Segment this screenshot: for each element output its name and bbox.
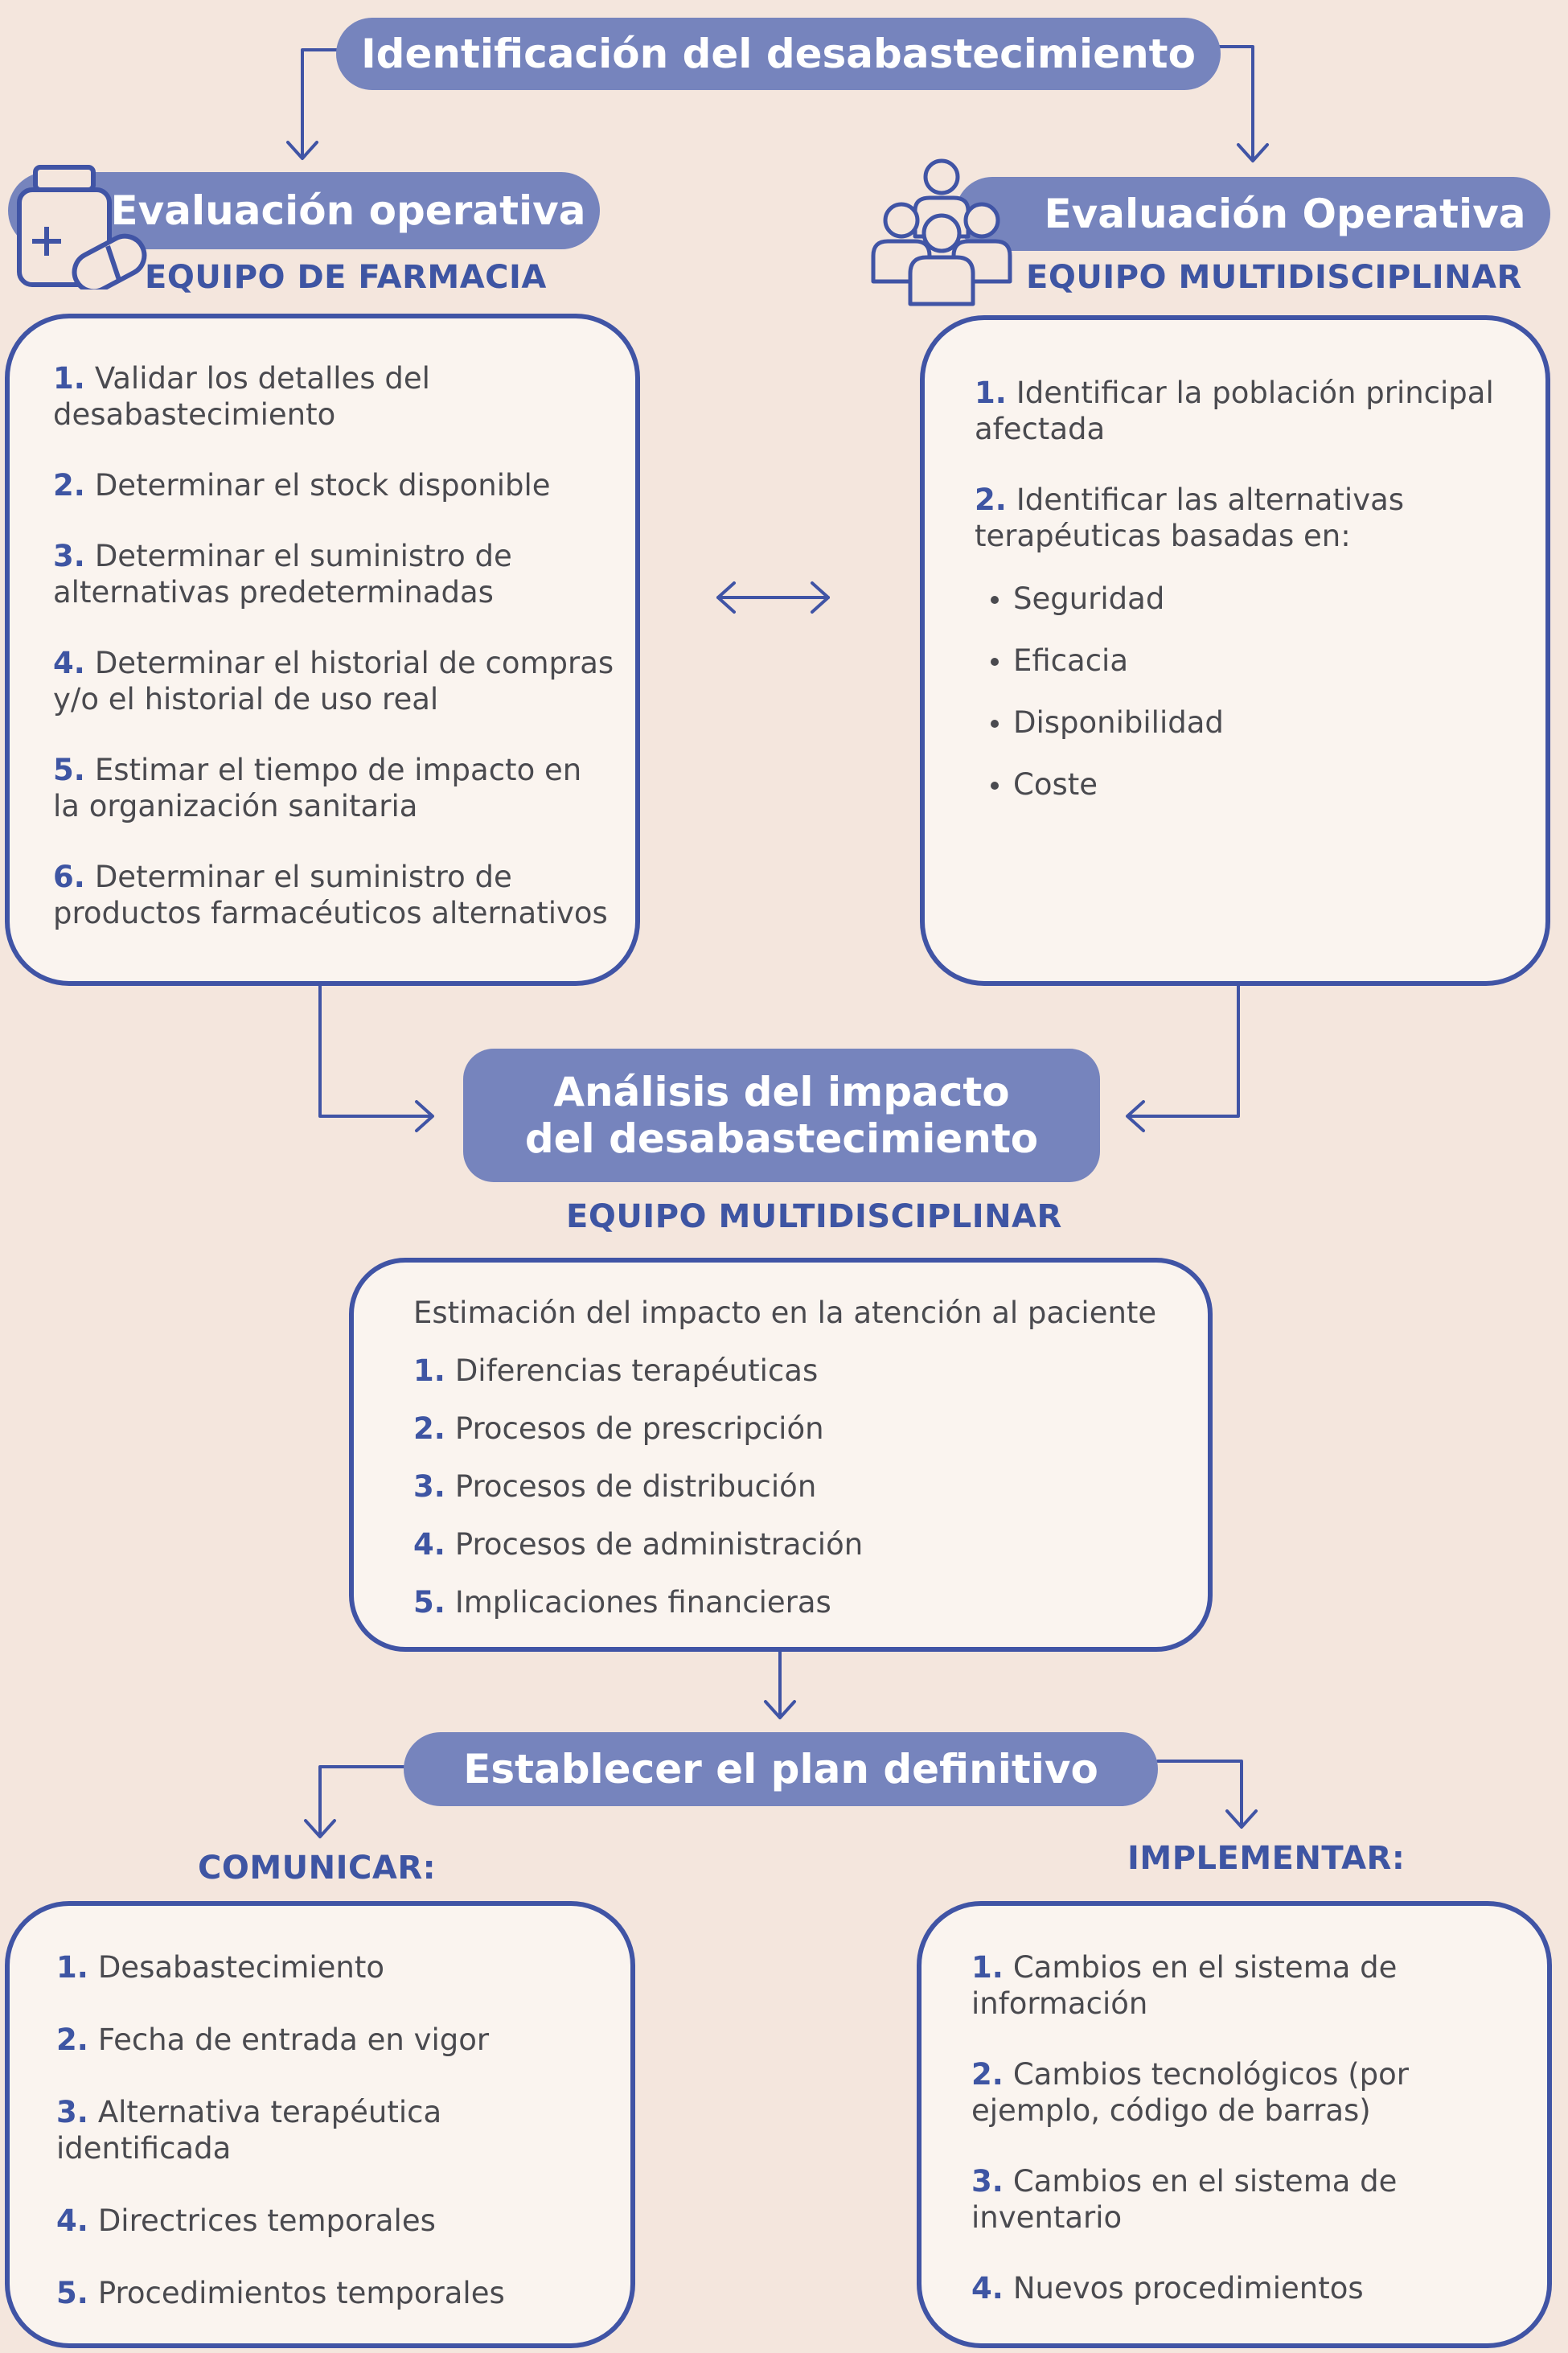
- list-item: 5.Procedimientos temporales: [56, 2276, 505, 2310]
- list-item: 1.Cambios en el sistema de información: [971, 1950, 1398, 2021]
- arrowhead: [811, 581, 830, 614]
- connector-top-right: [1214, 45, 1254, 161]
- list-item: 1.Desabastecimiento: [56, 1950, 385, 1985]
- multidisciplinary-task-list: 1.Identificar la población principal afe…: [975, 375, 1529, 578]
- connector-right-analysis: [1127, 984, 1240, 1118]
- arrowhead: [1225, 1809, 1258, 1829]
- list-item: 5.Implicaciones financieras: [413, 1585, 831, 1620]
- impact-intro: Estimación del impacto en la atención al…: [413, 1296, 1157, 1330]
- criteria-item: Eficacia: [987, 643, 1470, 679]
- list-item: 4.Procesos de administración: [413, 1527, 864, 1562]
- multidisciplinary-team-label: EQUIPO MULTIDISCIPLINAR: [1026, 259, 1522, 296]
- pharmacy-evaluation-card: 1.Validar los detalles del desabastecimi…: [5, 314, 640, 986]
- arrowhead: [304, 1819, 336, 1838]
- list-item: 4.Nuevos procedimientos: [971, 2271, 1364, 2306]
- list-item: 6.Determinar el suministro de productos …: [53, 860, 608, 930]
- list-item: 1.Validar los detalles del desabastecimi…: [53, 361, 430, 432]
- arrowhead: [764, 1700, 796, 1719]
- arrowhead: [415, 1100, 434, 1132]
- list-item: 2.Determinar el stock disponible: [53, 468, 551, 503]
- pharmacy-team-label: EQUIPO DE FARMACIA: [145, 259, 547, 296]
- connector-plan-left: [318, 1765, 405, 1837]
- communicate-label: COMUNICAR:: [198, 1850, 437, 1887]
- criteria-item: Coste: [987, 766, 1470, 803]
- implement-list: 1.Cambios en el sistema de información 2…: [971, 1949, 1534, 2306]
- impact-analysis-card: Estimación del impacto en la atención al…: [349, 1258, 1213, 1652]
- list-item: 1.Identificar la población principal afe…: [975, 376, 1494, 446]
- analysis-team-label: EQUIPO MULTIDISCIPLINAR: [566, 1198, 1062, 1235]
- communicate-list: 1.Desabastecimiento 2.Fecha de entrada e…: [56, 1949, 619, 2311]
- pharmacy-task-list: 1.Validar los detalles del desabastecimi…: [53, 360, 616, 931]
- list-item: 3.Cambios en el sistema de inventario: [971, 2164, 1398, 2235]
- list-item: 4.Directrices temporales: [56, 2203, 436, 2238]
- connector-left-analysis: [318, 984, 433, 1118]
- list-item: 5.Estimar el tiempo de impacto en la org…: [53, 753, 582, 823]
- list-item: 2.Fecha de entrada en vigor: [56, 2022, 490, 2057]
- shortage-identification-title: Identificación del desabastecimiento: [336, 18, 1221, 90]
- multidisciplinary-evaluation-card: 1.Identificar la población principal afe…: [920, 315, 1550, 986]
- impact-list: 1.Diferencias terapéuticas 2.Procesos de…: [413, 1353, 1137, 1620]
- medicine-bottle-icon: [17, 165, 147, 290]
- implement-label: IMPLEMENTAR:: [1127, 1840, 1406, 1877]
- list-item: 2.Identificar las alternativas terapéuti…: [975, 483, 1405, 553]
- list-item: 2.Procesos de prescripción: [413, 1411, 824, 1446]
- arrowhead: [286, 141, 318, 160]
- list-item: 1.Diferencias terapéuticas: [413, 1353, 819, 1388]
- team-people-icon: [871, 158, 1012, 306]
- arrowhead: [1237, 143, 1269, 162]
- list-item: 4.Determinar el historial de compras y/o…: [53, 646, 614, 717]
- implement-card: 1.Cambios en el sistema de información 2…: [917, 1901, 1552, 2348]
- impact-analysis-title: Análisis del impacto del desabastecimien…: [463, 1049, 1100, 1182]
- list-item: 3.Procesos de distribución: [413, 1469, 817, 1504]
- list-item: 3.Determinar el suministro de alternativ…: [53, 539, 512, 610]
- criteria-item: Seguridad: [987, 581, 1470, 617]
- arrowhead: [716, 581, 736, 614]
- criteria-list: Seguridad Eficacia Disponibilidad Coste: [987, 581, 1470, 803]
- communicate-card: 1.Desabastecimiento 2.Fecha de entrada e…: [5, 1901, 635, 2348]
- connector-plan-right: [1156, 1760, 1243, 1827]
- criteria-item: Disponibilidad: [987, 704, 1470, 741]
- right-evaluation-title: Evaluación Operativa: [955, 177, 1550, 251]
- arrowhead: [1126, 1100, 1145, 1132]
- final-plan-title: Establecer el plan definitivo: [404, 1732, 1158, 1806]
- list-item: 2.Cambios tecnológicos (por ejemplo, cód…: [971, 2057, 1409, 2128]
- list-item: 3.Alternativa terapéutica identificada: [56, 2095, 442, 2166]
- connector-top-left: [301, 48, 343, 158]
